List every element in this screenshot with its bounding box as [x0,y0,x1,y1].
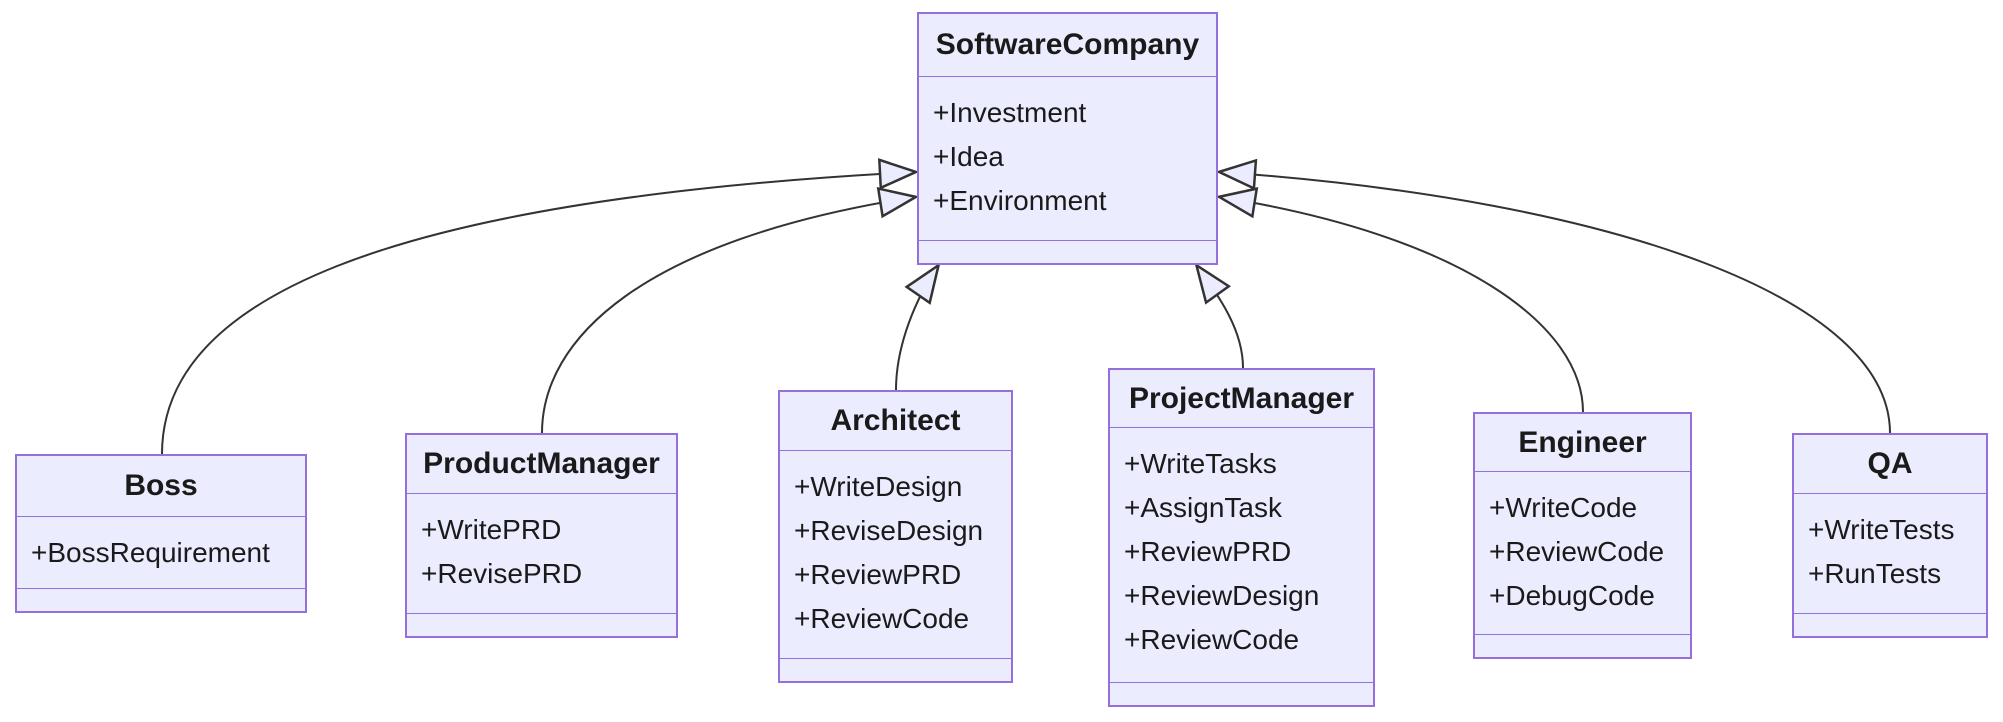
class-projectmanager: ProjectManager +WriteTasks +AssignTask +… [1108,368,1375,707]
class-attribute: +Environment [933,185,1107,216]
class-attribute: +Idea [933,141,1004,172]
edge-projectmanager-to-softwarecompany [1197,266,1244,369]
class-title: Engineer [1475,414,1690,472]
class-title: ProductManager [407,435,676,494]
class-methods-empty [1110,683,1373,705]
class-attribute: +ReviewDesign [1124,580,1320,611]
class-title: Architect [780,392,1011,451]
class-attribute: +WriteCode [1489,492,1638,523]
class-attributes: +WritePRD +RevisePRD [407,494,676,614]
class-qa: QA +WriteTests +RunTests [1792,433,1988,638]
class-attribute: +RevisePRD [421,558,583,589]
class-softwarecompany: SoftwareCompany +Investment +Idea +Envir… [917,12,1218,265]
class-attribute: +RunTests [1808,558,1942,589]
class-attributes: +WriteDesign +ReviseDesign +ReviewPRD +R… [780,451,1011,659]
class-attribute: +WriteDesign [794,471,963,502]
class-attribute: +Investment [933,97,1087,128]
class-attribute: +ReviewPRD [794,559,962,590]
class-attribute: +WriteTests [1808,514,1955,545]
class-methods-empty [780,659,1011,681]
class-attribute: +ReviewPRD [1124,536,1292,567]
class-title: QA [1794,435,1986,494]
class-attributes: +WriteCode +ReviewCode +DebugCode [1475,472,1690,635]
class-attribute: +ReviewCode [794,603,970,634]
class-productmanager: ProductManager +WritePRD +RevisePRD [405,433,678,638]
class-title: SoftwareCompany [919,14,1216,77]
edge-architect-to-softwarecompany [895,266,938,391]
class-attribute: +ReviewCode [1489,536,1665,567]
class-attribute: +ReviseDesign [794,515,984,546]
class-title: Boss [17,456,305,517]
class-attribute: +BossRequirement [31,537,270,568]
class-methods-empty [1475,635,1690,657]
class-attribute: +WritePRD [421,514,562,545]
class-methods-empty [919,241,1216,263]
class-attributes: +WriteTasks +AssignTask +ReviewPRD +Revi… [1110,428,1373,683]
class-architect: Architect +WriteDesign +ReviseDesign +Re… [778,390,1013,683]
class-attribute: +ReviewCode [1124,624,1300,655]
class-engineer: Engineer +WriteCode +ReviewCode +DebugCo… [1473,412,1692,659]
class-attributes: +BossRequirement [17,517,305,589]
class-attribute: +AssignTask [1124,492,1282,523]
class-attribute: +DebugCode [1489,580,1655,611]
class-methods-empty [407,614,676,636]
class-attributes: +WriteTests +RunTests [1794,494,1986,614]
class-boss: Boss +BossRequirement [15,454,307,613]
class-attribute: +WriteTasks [1124,448,1277,479]
class-title: ProjectManager [1110,370,1373,428]
class-methods-empty [1794,614,1986,636]
class-attributes: +Investment +Idea +Environment [919,77,1216,241]
class-methods-empty [17,589,305,611]
